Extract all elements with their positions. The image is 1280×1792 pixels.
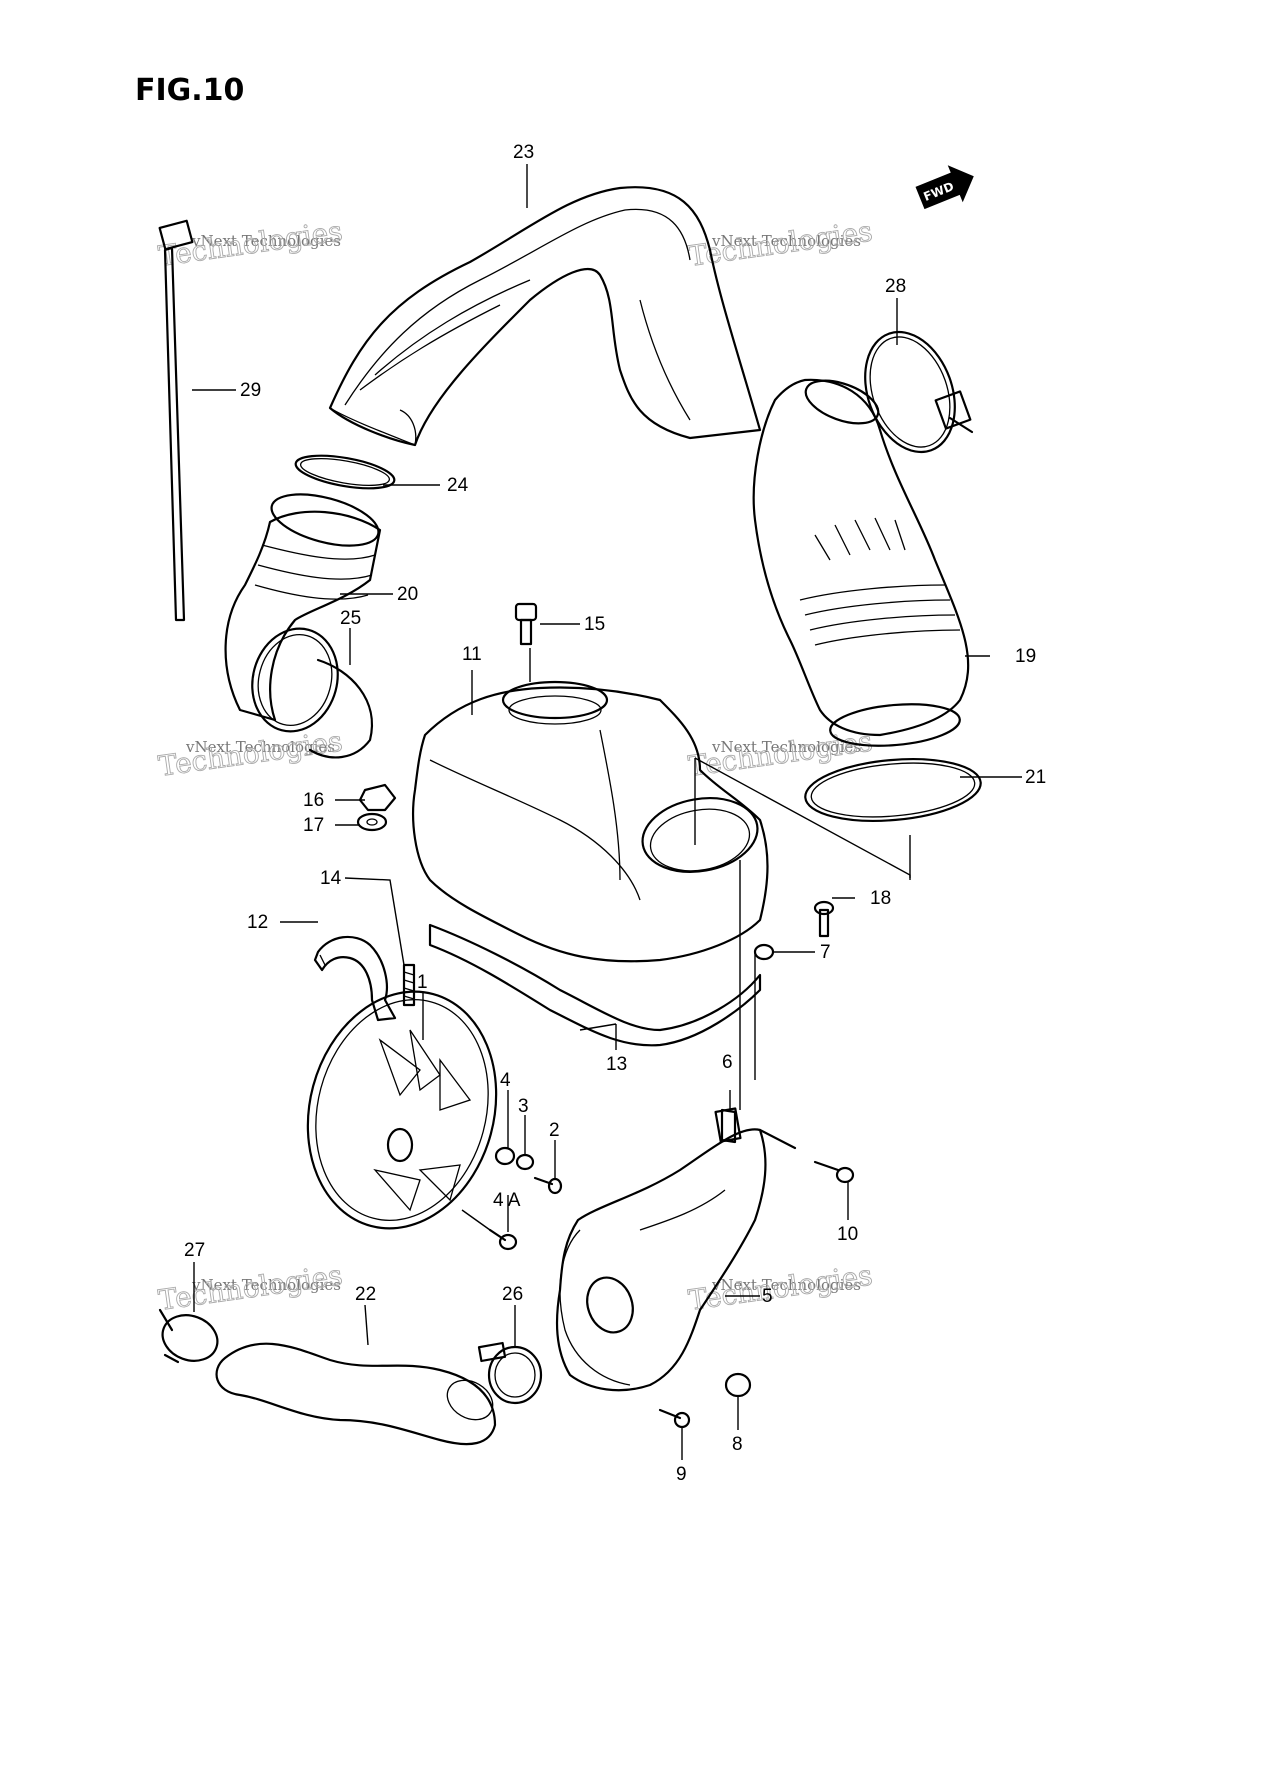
svg-text:Technologies: Technologies — [686, 724, 874, 782]
figure-title: FIG.10 — [135, 73, 244, 108]
part-7-grommet — [753, 943, 775, 961]
part-18-screw — [813, 900, 835, 938]
callout-10: 10 — [837, 1224, 858, 1245]
svg-text:vNext Technologies: vNext Technologies — [191, 232, 341, 250]
svg-text:vNext Technologies: vNext Technologies — [711, 1276, 861, 1294]
callout-14: 14 — [320, 868, 342, 889]
watermark: vNext Technologies Technologies — [686, 724, 875, 783]
part-24-ring — [294, 454, 396, 490]
part-11-airbox-cover — [412, 680, 769, 963]
callout-5: 5 — [762, 1286, 773, 1307]
part-28-hose-clamp — [864, 330, 974, 454]
callout-3: 3 — [518, 1096, 529, 1117]
part-13-gasket — [428, 923, 762, 1047]
callout-4a: 4 A — [493, 1190, 521, 1211]
part-1-fan — [306, 990, 498, 1230]
callout-23: 23 — [513, 142, 534, 163]
part-12-bracket — [313, 935, 397, 1022]
callout-labels: 23 29 24 20 25 28 19 21 15 11 16 17 14 1… — [184, 142, 1046, 1485]
callout-22: 22 — [355, 1284, 376, 1305]
part-19-intake-hose — [752, 378, 970, 747]
part-8-plug — [724, 1372, 752, 1398]
callout-11: 11 — [462, 644, 482, 665]
watermark: vNext Technologies Technologies — [686, 214, 875, 273]
part-10-screw — [813, 1160, 855, 1184]
svg-text:vNext Technologies: vNext Technologies — [711, 232, 861, 250]
part-4-washer — [494, 1146, 516, 1166]
callout-20: 20 — [397, 584, 418, 605]
part-5-fan-housing — [555, 1107, 797, 1392]
callout-19: 19 — [1015, 646, 1036, 667]
callout-6: 6 — [722, 1052, 733, 1073]
callout-29: 29 — [240, 380, 261, 401]
svg-text:Technologies: Technologies — [156, 1258, 344, 1316]
part-29-cable-tie — [158, 219, 194, 622]
callout-17: 17 — [303, 815, 324, 836]
part-27-clamp — [158, 1308, 219, 1364]
part-14-stud — [402, 963, 416, 1007]
callout-25: 25 — [340, 608, 361, 629]
leader-lines — [192, 164, 1022, 1460]
part-17-washer — [356, 812, 388, 832]
part-25-clamp — [251, 627, 373, 759]
callout-27: 27 — [184, 1240, 205, 1261]
callout-16: 16 — [303, 790, 324, 811]
callout-13: 13 — [606, 1054, 627, 1075]
part-4a-bolt — [488, 1228, 518, 1251]
callout-24: 24 — [447, 475, 469, 496]
callout-21: 21 — [1025, 767, 1046, 788]
callout-7: 7 — [820, 942, 831, 963]
svg-text:vNext Technologies: vNext Technologies — [191, 1276, 341, 1294]
part-3-washer — [515, 1153, 535, 1171]
callout-12: 12 — [247, 912, 268, 933]
part-20-elbow-hose — [224, 493, 382, 722]
callout-15: 15 — [584, 614, 605, 635]
svg-text:vNext Technologies: vNext Technologies — [711, 738, 861, 756]
callout-28: 28 — [885, 276, 906, 297]
part-22-hose — [215, 1342, 497, 1446]
part-23-intake-duct — [328, 186, 762, 447]
watermark: vNext Technologies Technologies — [156, 1258, 345, 1317]
callout-9: 9 — [676, 1464, 687, 1485]
part-6-pipe — [720, 1108, 737, 1144]
part-21-band — [804, 758, 982, 822]
fwd-arrow-icon: FWD — [915, 165, 974, 210]
callout-18: 18 — [870, 888, 891, 909]
svg-text:Technologies: Technologies — [686, 214, 874, 272]
callout-26: 26 — [502, 1284, 523, 1305]
part-9-screw — [658, 1408, 691, 1429]
part-26-clamp — [477, 1341, 543, 1405]
callout-4: 4 — [500, 1070, 511, 1091]
part-15-bolt — [514, 602, 538, 646]
callout-1: 1 — [417, 972, 428, 993]
svg-text:vNext Technologies: vNext Technologies — [185, 738, 335, 756]
part-2-screw — [533, 1176, 563, 1195]
callout-8: 8 — [732, 1434, 743, 1455]
callout-2: 2 — [549, 1120, 560, 1141]
part-16-nut — [358, 783, 397, 812]
